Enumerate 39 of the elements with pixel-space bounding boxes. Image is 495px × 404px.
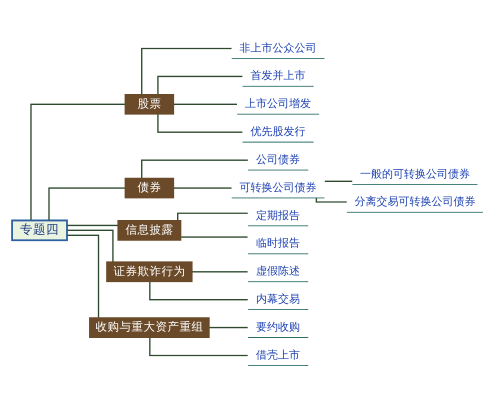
node-text: 分离交易可转换公司债券 bbox=[354, 195, 476, 208]
node-text: 非上市公众公司 bbox=[240, 41, 317, 54]
connector bbox=[181, 236, 248, 238]
connector bbox=[157, 114, 242, 133]
node-text: 优先股发行 bbox=[250, 125, 306, 138]
node-text: 借壳上市 bbox=[256, 348, 300, 362]
connector bbox=[192, 271, 248, 272]
node-text: 虚假陈述 bbox=[256, 264, 300, 278]
connector bbox=[316, 198, 347, 203]
connector bbox=[174, 187, 232, 189]
connector bbox=[67, 224, 118, 226]
node-box: 股票 bbox=[124, 94, 174, 115]
node-text: 定期报告 bbox=[256, 208, 300, 222]
node-text: 公司债券 bbox=[256, 152, 300, 166]
connector bbox=[210, 326, 248, 328]
node-text: 内幕交易 bbox=[256, 292, 300, 306]
connector bbox=[67, 230, 114, 262]
node-box: 信息披露 bbox=[117, 220, 182, 241]
connector bbox=[30, 104, 125, 220]
node-box: 证券欺诈行为 bbox=[106, 261, 193, 282]
node-text: 上市公司增发 bbox=[245, 97, 312, 110]
connector bbox=[174, 104, 237, 105]
connector bbox=[149, 338, 248, 356]
node-box: 专题四 bbox=[11, 220, 68, 242]
connector bbox=[141, 159, 248, 178]
connector bbox=[324, 180, 352, 182]
connector bbox=[149, 282, 248, 300]
connector bbox=[48, 187, 125, 220]
connector bbox=[141, 48, 232, 94]
node-box: 债券 bbox=[124, 178, 174, 198]
node-text: 临时报告 bbox=[256, 236, 300, 250]
node-text: 可转换公司债券 bbox=[240, 180, 317, 194]
connector bbox=[157, 76, 242, 94]
connector bbox=[177, 212, 248, 220]
node-box: 收购与重大资产重组 bbox=[89, 317, 210, 338]
node-text: 首发并上市 bbox=[250, 69, 306, 82]
node-text: 要约收购 bbox=[256, 320, 300, 334]
connector bbox=[67, 234, 100, 318]
node-text: 一般的可转换公司债券 bbox=[360, 167, 470, 180]
